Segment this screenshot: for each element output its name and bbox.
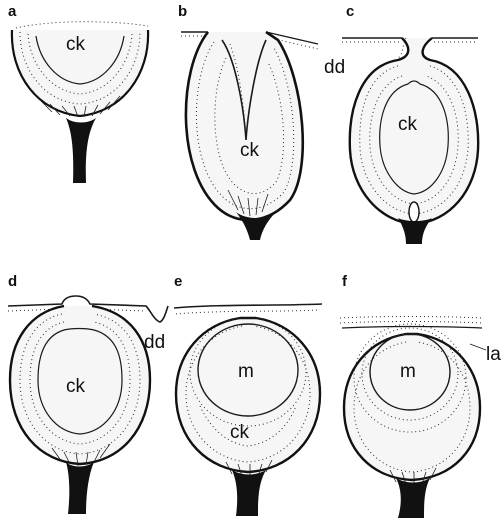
panel-letter-f: f	[342, 273, 348, 290]
cup-e	[174, 304, 322, 516]
panel-letter-b: b	[178, 3, 187, 20]
panel-letter-a: a	[8, 3, 17, 20]
label-ck-c: ck	[398, 114, 418, 135]
cup-d	[8, 296, 168, 514]
panel-b: b ck dd	[178, 3, 345, 240]
label-ck-a: ck	[66, 34, 86, 55]
panel-d: d ck dd	[8, 273, 168, 514]
label-m-f: m	[400, 361, 416, 382]
panel-e: e m ck	[174, 273, 322, 516]
label-ck-d: ck	[66, 376, 86, 397]
panel-letter-d: d	[8, 273, 17, 290]
label-dd-b: dd	[324, 57, 345, 78]
label-ck-b: ck	[240, 140, 260, 161]
cup-c	[342, 38, 478, 244]
panel-a: a ck	[8, 3, 148, 183]
label-la-f: la	[486, 344, 501, 365]
panel-letter-c: c	[346, 3, 354, 20]
label-m-e: m	[238, 361, 254, 382]
label-ck-e: ck	[230, 422, 250, 443]
panel-c: c ck	[342, 3, 478, 244]
panel-letter-e: e	[174, 273, 182, 290]
cup-b	[181, 32, 318, 240]
panel-f: f m la	[340, 273, 501, 518]
label-dd-d: dd	[144, 332, 165, 353]
cup-f	[340, 317, 486, 519]
